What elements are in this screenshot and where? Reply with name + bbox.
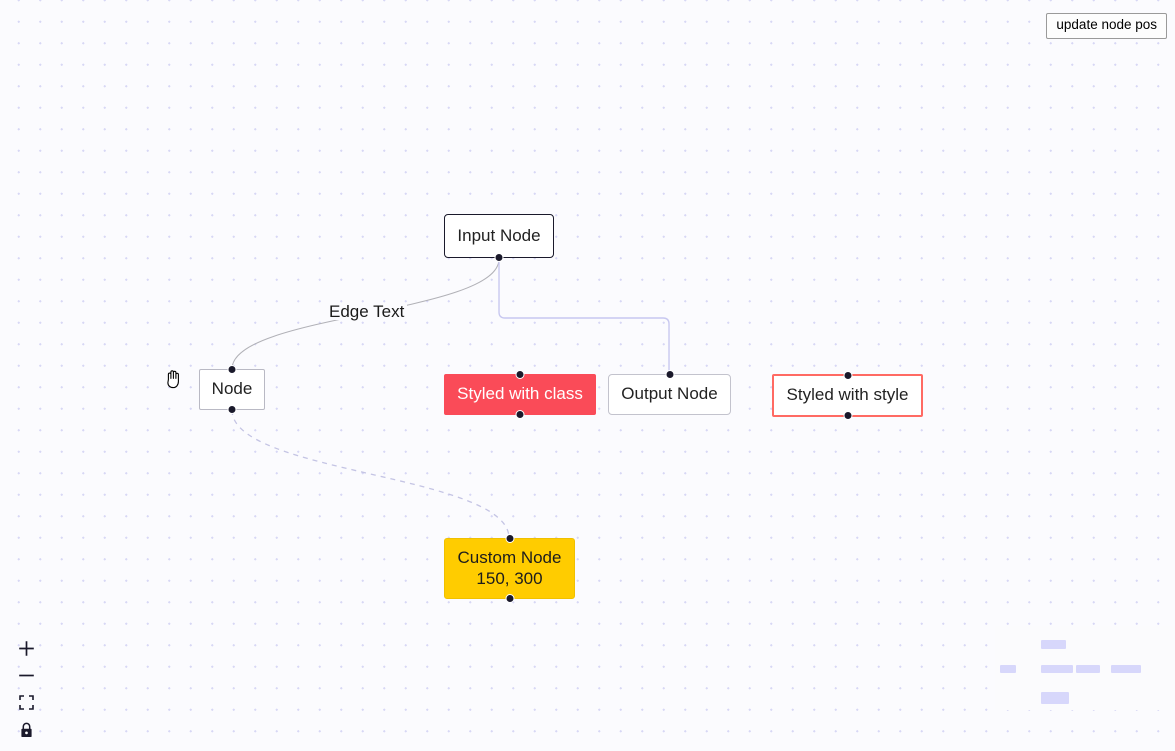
edge-node-to-custom: [231, 409, 510, 539]
minimap-node: [1076, 665, 1100, 673]
minimap-node: [1041, 665, 1073, 673]
minimap-node: [1041, 692, 1069, 704]
node-styled-with-style[interactable]: Styled with style: [772, 371, 923, 420]
handle-target-top[interactable]: [227, 365, 237, 374]
fit-view-icon: [18, 695, 34, 710]
minimap-node: [1000, 665, 1016, 673]
node-input-node[interactable]: Input Node: [444, 214, 554, 262]
node-label: Node: [211, 379, 253, 399]
node-label: Output Node: [621, 384, 718, 404]
minimap-node: [1041, 640, 1066, 649]
node-label: Input Node: [457, 225, 541, 245]
handle-target-top[interactable]: [843, 371, 852, 380]
lock-icon: [20, 722, 32, 737]
minimap[interactable]: [995, 626, 1175, 710]
handle-source-bottom[interactable]: [227, 405, 237, 414]
handle-source-bottom[interactable]: [515, 410, 525, 419]
handle-target-top[interactable]: [665, 370, 674, 379]
node-styled-with-class[interactable]: Styled with class: [444, 370, 596, 419]
custom-node-title: Custom Node: [457, 548, 562, 568]
handle-target-top[interactable]: [515, 370, 525, 379]
minus-icon: [18, 674, 34, 677]
plus-icon: [18, 641, 34, 656]
flow-controls[interactable]: [10, 635, 42, 743]
node-label: Styled with style: [786, 385, 909, 405]
custom-node-position: 150, 300: [476, 568, 543, 588]
lock-button[interactable]: [10, 716, 42, 743]
handle-source-bottom[interactable]: [843, 411, 852, 420]
handle-target-top[interactable]: [505, 534, 514, 543]
fit-view-button[interactable]: [10, 689, 42, 716]
grab-hand-cursor: [167, 370, 179, 389]
handle-source-bottom[interactable]: [494, 253, 504, 262]
node-custom-node[interactable]: Custom Node 150, 300: [444, 534, 575, 603]
update-node-pos-button[interactable]: update node pos: [1046, 13, 1167, 39]
edge-input-to-output: [498, 259, 670, 374]
minimap-node: [1111, 665, 1141, 673]
edge-label-edge-text: Edge Text: [326, 303, 408, 320]
zoom-out-button[interactable]: [10, 662, 42, 689]
node-label: Styled with class: [457, 384, 583, 404]
node-default-node[interactable]: Node: [199, 365, 265, 414]
zoom-in-button[interactable]: [10, 635, 42, 662]
node-output-node[interactable]: Output Node: [608, 370, 731, 415]
handle-source-bottom[interactable]: [505, 594, 514, 603]
